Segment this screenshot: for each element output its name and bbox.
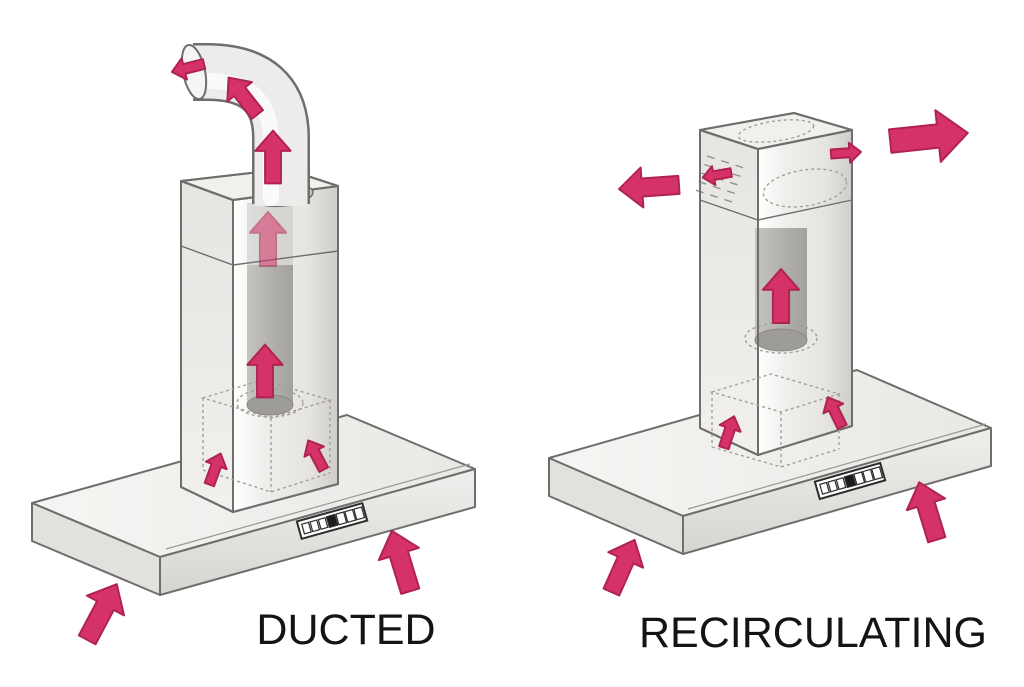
vent-chamber-dashed-top	[737, 119, 815, 143]
airflow-arrow-room-left	[67, 573, 137, 651]
panel-button-dark	[325, 513, 339, 529]
panel-button	[335, 511, 348, 526]
panel-button	[317, 517, 329, 530]
airflow-arrow-vent-out-right	[886, 105, 972, 169]
panel-button	[862, 468, 875, 483]
ducted-control-panel	[295, 501, 369, 541]
canopy-bevel-line	[165, 463, 471, 550]
panel-button	[835, 477, 847, 491]
blower-housing-dashed	[709, 373, 842, 468]
duct-elbow-pipe	[192, 45, 308, 206]
ducted-hood-illustration: DUCTED	[31, 43, 476, 654]
vent-chamber-dashed-front	[762, 168, 848, 208]
airflow-arrow-vent-out-left	[616, 163, 682, 211]
panel-button	[344, 508, 357, 524]
canopy-bevel-line	[687, 423, 987, 510]
panel-button	[301, 521, 312, 535]
airflow-arrow-room-left	[593, 531, 653, 601]
panel-button	[819, 481, 831, 495]
recirc-control-panel	[813, 461, 887, 501]
recirculating-hood-illustration: RECIRCULATING	[548, 105, 992, 657]
ducted-canopy-side	[31, 502, 161, 596]
panel-button	[353, 506, 366, 521]
ducted-label: DUCTED	[256, 606, 435, 654]
blower-housing-dashed	[200, 379, 333, 493]
panel-button	[309, 519, 321, 533]
panel-button	[853, 471, 866, 486]
filter-ring-dashed	[744, 322, 818, 354]
filter-ring	[754, 328, 808, 352]
recirc-canopy-side	[548, 457, 684, 555]
airflow-arrow-room-right	[370, 523, 432, 599]
recirculating-label: RECIRCULATING	[639, 609, 987, 657]
panel-button-dark	[843, 473, 857, 489]
panel-button	[871, 466, 884, 481]
panel-button	[827, 479, 839, 493]
